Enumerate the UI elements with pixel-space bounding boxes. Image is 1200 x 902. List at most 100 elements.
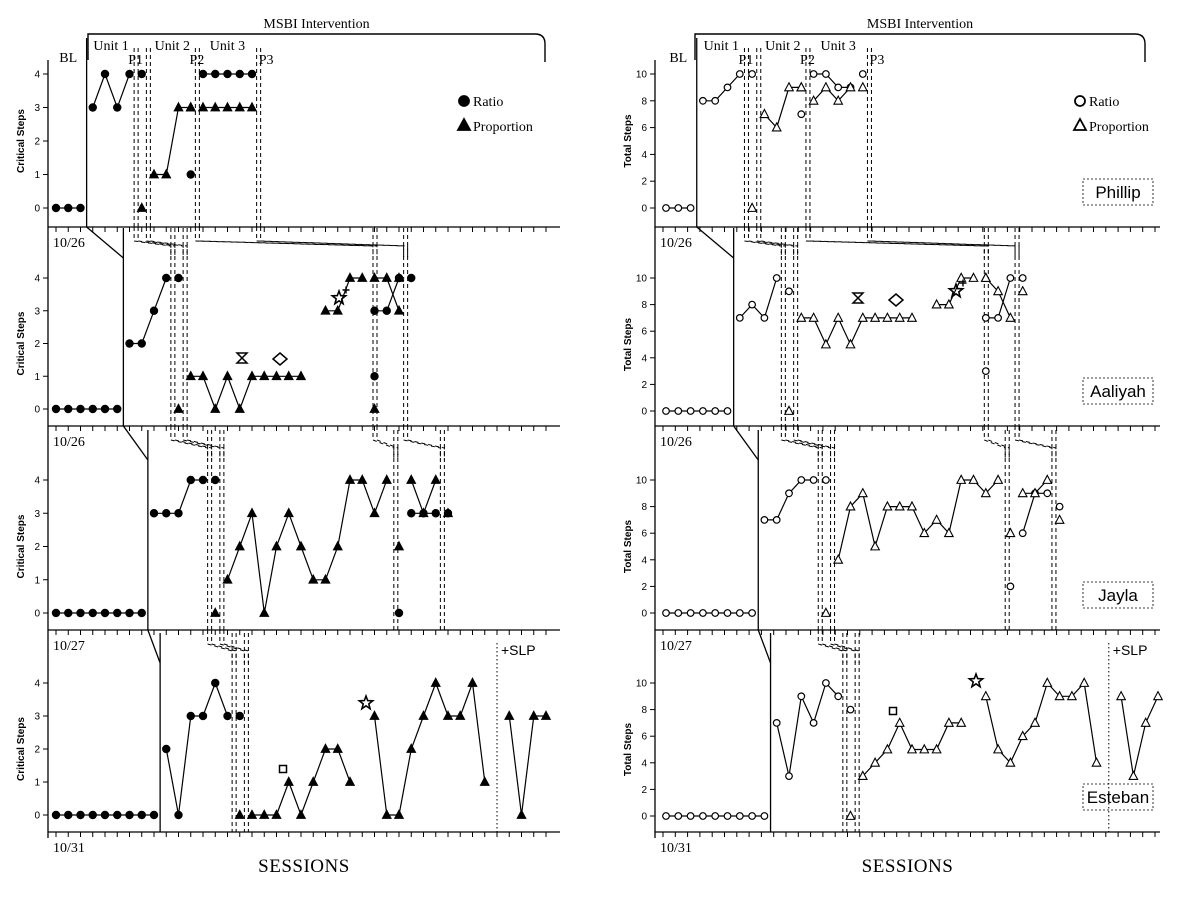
right-row2-ratio-series-line — [985, 277, 1011, 319]
right-row4-proportion-point — [1054, 690, 1065, 701]
right-row3-proportion-point — [1005, 527, 1016, 538]
right-row4-ratio-point — [699, 812, 707, 820]
right-row1-start-date: 10/26 — [660, 236, 692, 251]
right-row2-hourglass-marker — [851, 292, 865, 304]
right-row4-y-tick-label: 4 — [641, 758, 647, 769]
right-row4-proportion-point — [845, 810, 856, 820]
left-row4-ratio-point — [162, 744, 171, 754]
left-row2-proportion-point — [295, 370, 307, 381]
right-row2-phase-connector — [983, 426, 1006, 460]
right-row4-proportion-point — [943, 717, 955, 727]
left-row4-proportion-point — [381, 809, 392, 819]
left-row2-proportion-point — [369, 403, 380, 413]
left-row1-ratio-point — [247, 69, 257, 79]
right-row2-ratio-point — [662, 407, 670, 415]
right-row3-proportion-point — [1042, 474, 1053, 484]
left-row1-ratio-point — [88, 103, 97, 112]
left-row2-start-date: 10/26 — [53, 435, 85, 450]
right-row2-proportion-point — [869, 312, 881, 322]
right-row1-proportion-point — [771, 121, 782, 132]
left-row4-proportion-point — [467, 677, 478, 687]
left-row3-proportion-point — [295, 540, 307, 551]
right-row3-ratio-point — [785, 489, 793, 498]
right-row3-ratio-point — [662, 609, 670, 617]
right-row4-proportion-point — [980, 690, 991, 701]
left-row1-proportion-point — [136, 202, 147, 212]
left-row3-proportion-point — [418, 507, 429, 518]
left-phase-label-p3: P3 — [259, 53, 274, 68]
left-row3-proportion-point — [381, 474, 392, 484]
right-row1-participant-name: Phillip — [1095, 183, 1140, 202]
left-row4-ratio-point — [211, 678, 220, 688]
right-row3-proportion-point — [943, 527, 955, 538]
left-row1-proportion-point — [246, 101, 258, 112]
right-row1-phase-connector — [870, 227, 1020, 258]
left-row3-ratio-point — [51, 608, 61, 618]
left-row1-phase-connector — [133, 227, 172, 258]
left-row3-ratio-point — [174, 509, 183, 518]
right-row2-proportion-point — [894, 312, 905, 322]
left-row1-phase-connector — [256, 227, 405, 258]
left-row1-ratio-series-line — [92, 72, 131, 110]
left-row3-y-tick-label: 0 — [34, 609, 40, 620]
left-row2-phase-connector — [376, 426, 399, 460]
right-row3-phase-connector — [834, 630, 860, 663]
left-row4-ratio-point — [88, 810, 97, 820]
right-row2-y-tick-label: 0 — [641, 407, 647, 418]
left-row4-ratio-point — [149, 810, 159, 820]
right-row1-y-axis-label: Total Steps — [623, 114, 634, 168]
left-row3-ratio-point — [137, 608, 146, 618]
left-row2-ratio-point — [370, 372, 379, 381]
right-row2-phase-connector — [1018, 426, 1057, 460]
left-row4-ratio-point — [51, 810, 61, 820]
left-row2-diamond-marker — [271, 352, 289, 366]
right-row2-phase-connector — [987, 426, 1010, 460]
left-row2-y-tick-label: 4 — [34, 274, 40, 285]
left-row1-ratio-point — [125, 69, 134, 79]
left-row2-proportion-point — [393, 304, 405, 315]
right-row3-participant-name: Jayla — [1098, 586, 1138, 605]
right-row1-proportion-point — [808, 94, 819, 105]
left-row4-ratio-point — [174, 810, 183, 820]
left-row3-proportion-point — [210, 607, 221, 617]
right-row4-y-axis-label: Total Steps — [623, 722, 634, 776]
left-row1-phase-connector — [260, 227, 409, 258]
right-row2-proportion-series-line — [985, 277, 1011, 319]
right-row2-proportion-point — [980, 272, 991, 282]
left-row1-proportion-point — [173, 101, 184, 112]
right-row3-y-tick-label: 10 — [636, 476, 648, 487]
left-row2-proportion-point — [197, 370, 209, 381]
left-row2-proportion-point — [234, 403, 245, 413]
left-row2-proportion-point — [357, 272, 368, 282]
right-row2-ratio-point — [772, 274, 781, 282]
left-row2-ratio-point — [174, 273, 183, 283]
right-row1-ratio-point — [662, 204, 670, 212]
right-row4-ratio-point — [662, 812, 670, 820]
left-row4-proportion-point — [283, 776, 294, 786]
right-row2-proportion-series-line — [801, 316, 912, 346]
left-row1-ratio-point — [64, 203, 73, 213]
right-row1-ratio-point — [797, 110, 806, 119]
right-row1-phase-connector — [760, 227, 799, 258]
left-row3-proportion-point — [283, 507, 294, 518]
left-row1-baseline-connector — [86, 226, 124, 259]
left-row4-ratio-point — [198, 711, 208, 721]
right-row3-phase-connector — [821, 630, 848, 663]
right-slp-label: +SLP — [1113, 642, 1148, 658]
right-row2-proportion-point — [943, 298, 955, 309]
right-legend-ratio-marker — [1074, 95, 1086, 107]
left-row4-proportion-point — [418, 710, 429, 720]
right-row2-ratio-point — [674, 407, 683, 415]
right-row2-plus-marker — [959, 279, 967, 287]
right-row1-ratio-point — [858, 70, 867, 78]
left-row4-y-tick-label: 4 — [34, 679, 40, 690]
left-row4-proportion-point — [295, 809, 307, 819]
left-row4-proportion-point — [528, 710, 539, 720]
right-row3-proportion-point — [1029, 487, 1041, 498]
left-row3-proportion-point — [332, 540, 343, 551]
left-row4-proportion-point — [516, 809, 527, 819]
right-row2-phase-connector — [1014, 426, 1053, 460]
left-row2-ratio-point — [370, 306, 379, 315]
left-row3-ratio-series-line — [154, 479, 203, 514]
left-row2-ratio-series-line — [374, 277, 400, 312]
